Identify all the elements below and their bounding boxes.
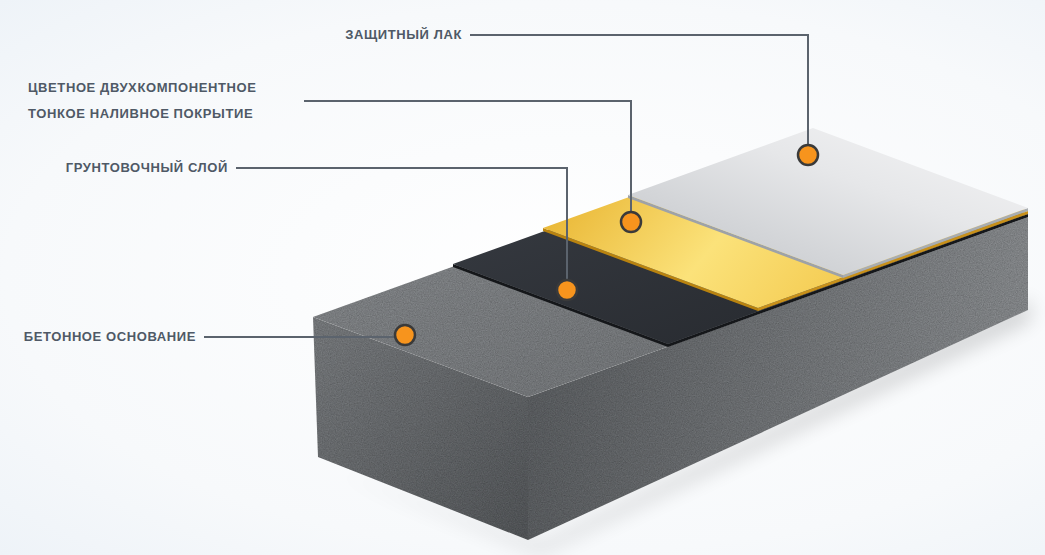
leader-line [304, 101, 631, 222]
leader-line [236, 168, 567, 290]
callout-label: ЦВЕТНОЕ ДВУХКОМПОНЕНТНОЕ ТОНКОЕ НАЛИВНОЕ… [28, 75, 296, 127]
callout-dot [621, 212, 641, 232]
callout-label: ЗАЩИТНЫЙ ЛАК [345, 22, 462, 48]
leader-line [470, 35, 808, 155]
callout-dot [798, 145, 818, 165]
callout-label: БЕТОННОЕ ОСНОВАНИЕ [24, 324, 196, 350]
callout-dot [395, 325, 415, 345]
leader-line [204, 335, 405, 337]
callout-dot [557, 280, 577, 300]
callout-label: ГРУНТОВОЧНЫЙ СЛОЙ [66, 155, 228, 181]
lacquer-layer [628, 128, 1028, 275]
